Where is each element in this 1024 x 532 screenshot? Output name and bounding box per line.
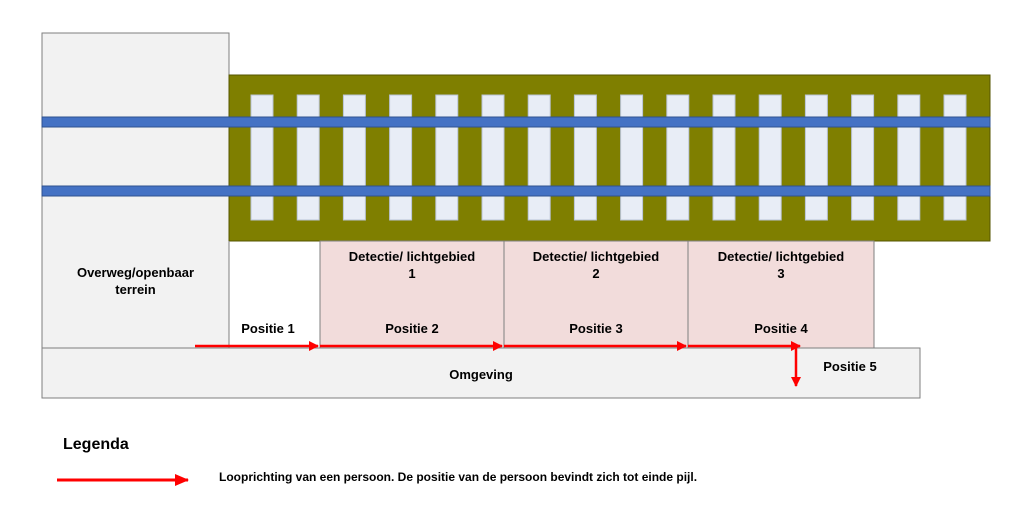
sleeper xyxy=(573,94,597,221)
sleeper xyxy=(481,94,505,221)
position-1-label: Positie 1 xyxy=(241,321,295,336)
crossing-label-line1: Overweg/openbaar xyxy=(76,265,195,280)
zone-3-number: 3 xyxy=(777,266,785,281)
position-5-label: Positie 5 xyxy=(823,359,877,374)
sleeper xyxy=(712,94,736,221)
zone-1-number: 1 xyxy=(408,266,416,281)
sleeper xyxy=(250,94,274,221)
zone-1-title: Detectie/ lichtgebied xyxy=(348,249,476,264)
sleeper xyxy=(389,94,413,221)
sleeper xyxy=(527,94,551,221)
zone-2-title: Detectie/ lichtgebied xyxy=(532,249,660,264)
sleeper xyxy=(758,94,782,221)
sleeper xyxy=(804,94,828,221)
detection-zone-3 xyxy=(687,240,875,349)
position-4-label: Positie 4 xyxy=(754,321,808,336)
sleeper xyxy=(342,94,366,221)
zone-2-number: 2 xyxy=(592,266,600,281)
zone-1-label: Detectie/ lichtgebied 1 xyxy=(320,248,504,282)
crossing-label: Overweg/openbaar terrein xyxy=(42,264,229,298)
sleeper xyxy=(897,94,921,221)
surroundings-label: Omgeving xyxy=(449,367,513,382)
sleeper xyxy=(851,94,875,221)
legend-arrow-description: Looprichting van een persoon. De positie… xyxy=(219,470,698,484)
sleeper xyxy=(296,94,320,221)
surroundings-area xyxy=(41,347,921,399)
legend-title: Legenda xyxy=(63,436,129,453)
zone-2-label: Detectie/ lichtgebied 2 xyxy=(504,248,688,282)
sleeper xyxy=(666,94,690,221)
sleeper xyxy=(435,94,459,221)
rail-bottom xyxy=(41,185,991,197)
sleeper xyxy=(620,94,644,221)
zone-3-title: Detectie/ lichtgebied xyxy=(717,249,845,264)
sleeper xyxy=(943,94,967,221)
detection-zone-1 xyxy=(319,240,505,349)
crossing-label-line2: terrein xyxy=(115,282,156,297)
detection-zone-2 xyxy=(503,240,689,349)
zone-3-label: Detectie/ lichtgebied 3 xyxy=(688,248,874,282)
rail-top xyxy=(41,116,991,128)
position-2-label: Positie 2 xyxy=(385,321,439,336)
position-3-label: Positie 3 xyxy=(569,321,623,336)
